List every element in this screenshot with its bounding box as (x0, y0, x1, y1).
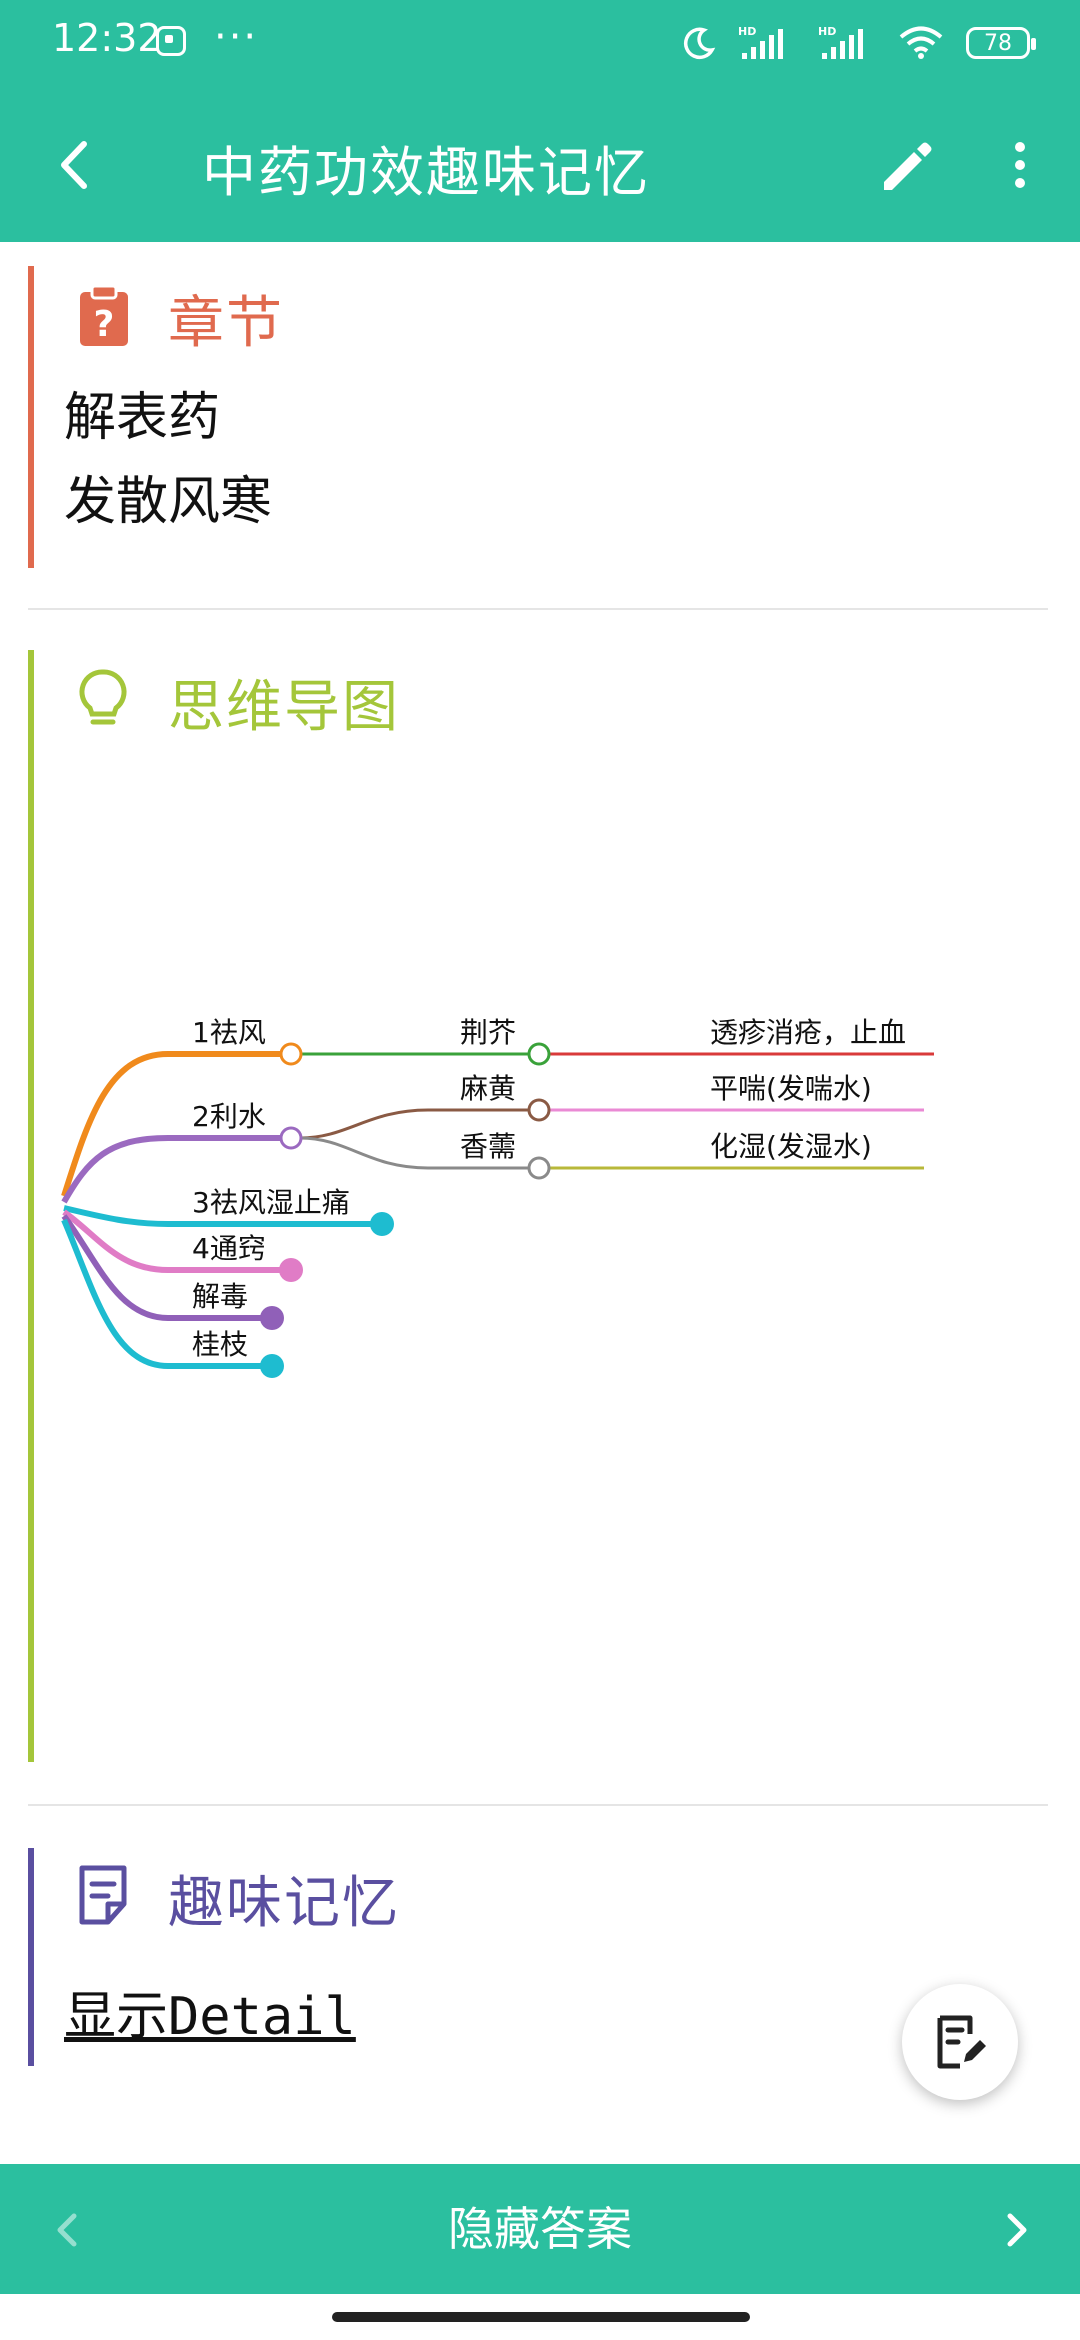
mindmap-branch-1 (61, 1051, 290, 1197)
mindmap-node-2[interactable] (279, 1126, 303, 1150)
mindmap-node-4[interactable] (279, 1258, 303, 1282)
mindmap-label-mahuang: 麻黄 (460, 1072, 516, 1105)
note-icon (79, 1865, 127, 1925)
more-notifications-icon: ··· (214, 14, 259, 60)
clipboard-question-icon: ? (80, 284, 128, 346)
mindmap-edge-xiangru (299, 1136, 538, 1170)
app-notification-icon (156, 26, 186, 56)
mindmap-label-2: 2利水 (192, 1100, 266, 1133)
chevron-left-icon (57, 2213, 77, 2247)
mindmap-branch-4 (62, 1209, 290, 1273)
more-options-button[interactable] (1000, 130, 1040, 200)
gesture-nav-handle[interactable] (332, 2312, 750, 2322)
hide-answer-button[interactable]: 隐藏答案 (448, 2202, 632, 2256)
app-bar: 中药功效趣味记忆 (0, 84, 1080, 242)
next-button[interactable] (990, 2202, 1040, 2258)
chapter-line: 解表药 (64, 388, 221, 448)
mindmap-label-1: 1祛风 (192, 1016, 266, 1049)
back-button[interactable] (44, 130, 114, 200)
mindmap-section: 思维导图 1祛风 2利水 3祛风湿止痛 4通窍 解毒 桂枝 荆芥 (28, 650, 1048, 1762)
svg-text:?: ? (94, 304, 115, 345)
mindmap-accent-bar (28, 650, 34, 1762)
memory-title: 趣味记忆 (168, 1871, 400, 1936)
edit-pencil-icon (884, 142, 932, 190)
edit-note-icon (937, 2015, 986, 2069)
mindmap-node-3[interactable] (370, 1212, 394, 1236)
chapter-title: 章节 (168, 291, 284, 356)
mindmap-diagram: 1祛风 2利水 3祛风湿止痛 4通窍 解毒 桂枝 荆芥 麻黄 香薷 透疹消疮，止… (61, 1016, 934, 1378)
svg-text:HD: HD (738, 25, 756, 38)
show-detail-link[interactable]: 显示Detail (64, 1987, 356, 2047)
status-icons: HD HD 78 (682, 18, 1036, 68)
mindmap-node-jingjie[interactable] (527, 1042, 551, 1066)
battery-icon: 78 (966, 27, 1036, 59)
mindmap-label-4: 4通窍 (192, 1232, 266, 1265)
mindmap-node-1[interactable] (279, 1042, 303, 1066)
svg-text:HD: HD (818, 25, 836, 38)
mindmap-node-5[interactable] (260, 1306, 284, 1330)
chapter-section: ? 章节 解表药 发散风寒 (28, 266, 1048, 568)
bottom-bar: 隐藏答案 (0, 2164, 1080, 2294)
mindmap-label-6: 桂枝 (192, 1328, 248, 1361)
mindmap-title: 思维导图 (168, 675, 400, 740)
mindmap-label-e3: 化湿(发湿水) (710, 1130, 872, 1163)
section-divider (28, 608, 1048, 610)
chevron-right-icon (1007, 2213, 1027, 2247)
mindmap-branch-5 (61, 1214, 272, 1321)
hd-signal-icon: HD (818, 25, 863, 59)
status-bar: 12:32 ··· HD HD 78 (0, 0, 1080, 84)
memory-accent-bar (28, 1848, 34, 2066)
back-arrow-icon (61, 141, 87, 189)
section-divider (28, 1804, 1048, 1806)
mindmap-label-3: 3祛风湿止痛 (192, 1186, 350, 1219)
status-time: 12:32 (52, 16, 162, 60)
mindmap-label-jingjie: 荆芥 (460, 1016, 516, 1049)
moon-icon (683, 27, 716, 60)
prev-button[interactable] (44, 2202, 94, 2258)
chapter-accent-bar (28, 266, 34, 568)
mindmap-branch-3 (63, 1205, 382, 1227)
memory-section: 趣味记忆 显示Detail (28, 1848, 1048, 2066)
wifi-icon (899, 26, 943, 59)
mindmap-node-xiangru[interactable] (527, 1156, 551, 1180)
mindmap-edge-mahuang (299, 1108, 538, 1140)
mindmap-node-6[interactable] (260, 1354, 284, 1378)
chapter-content: 解表药 发散风寒 (64, 376, 272, 544)
mindmap-label-xiangru: 香薷 (460, 1130, 516, 1163)
lightbulb-icon (79, 669, 127, 725)
mindmap-label-e2: 平喘(发喘水) (710, 1072, 872, 1105)
battery-level: 78 (984, 30, 1012, 56)
mindmap-node-mahuang[interactable] (527, 1098, 551, 1122)
mindmap-label-e1: 透疹消疮，止血 (710, 1016, 906, 1049)
hd-signal-icon: HD (738, 25, 783, 59)
edit-button[interactable] (870, 130, 940, 200)
edit-note-fab[interactable] (902, 1984, 1018, 2100)
mindmap-branch-6 (61, 1218, 272, 1369)
more-vert-icon (1015, 142, 1025, 188)
page-title: 中药功效趣味记忆 (202, 141, 650, 204)
mindmap-branch-2 (61, 1135, 290, 1204)
mindmap-label-5: 解毒 (192, 1280, 248, 1313)
chapter-line: 发散风寒 (64, 472, 273, 532)
